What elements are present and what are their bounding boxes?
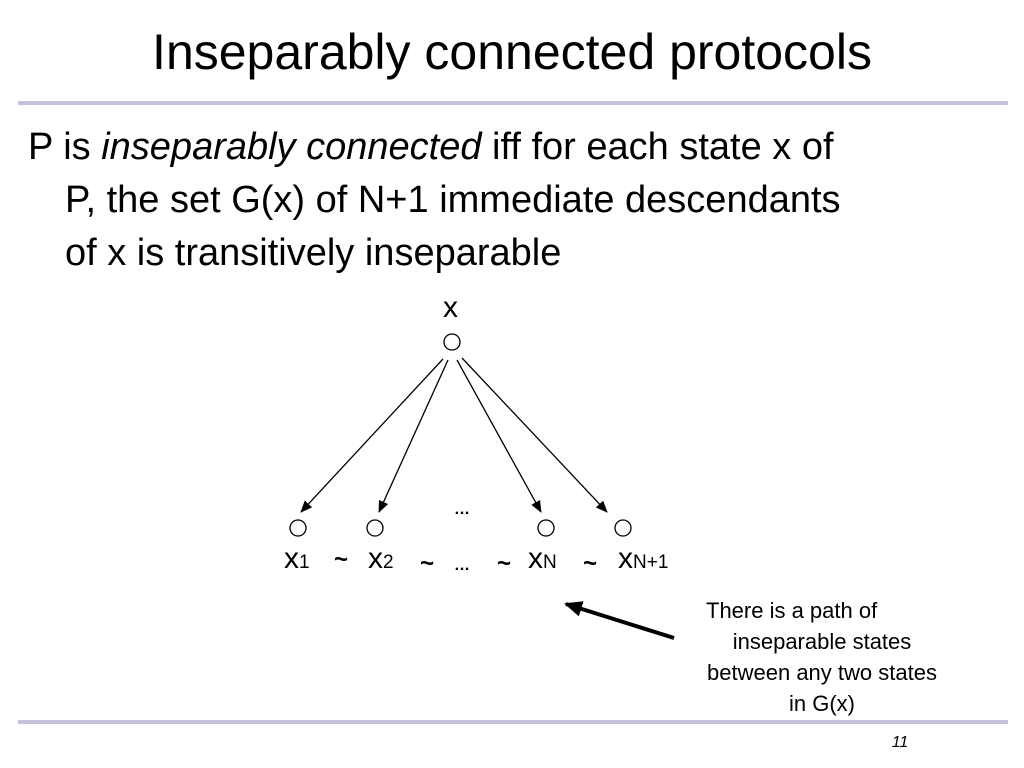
edge-to-child-n-plus-1 (461, 357, 608, 513)
definition-line-3: of x is transitively inseparable (65, 232, 562, 274)
label-ellipsis: … (454, 557, 470, 574)
tilde-3: ~ (497, 550, 512, 577)
annotation-line-3: between any two states (707, 660, 937, 685)
edge-to-child-n (456, 359, 542, 513)
definition-prefix: P is (28, 126, 102, 168)
child-label-n-subscript: N (543, 552, 557, 573)
edge-to-child-2 (378, 359, 449, 513)
child-label-n-plus-1: xN+1 (618, 542, 669, 575)
definition-line-2: P, the set G(x) of N+1 immediate descend… (65, 179, 841, 221)
child-label-1: x1 (284, 542, 310, 575)
child-label-n: xN (528, 542, 557, 575)
child-state-node-n (537, 519, 555, 537)
child-label-2-subscript: 2 (383, 552, 394, 573)
definition-text: P is inseparably connected iff for each … (28, 121, 1013, 280)
tilde-1: ~ (334, 546, 349, 573)
slide-title: Inseparably connected protocols (152, 24, 872, 80)
child-state-node-1 (289, 519, 307, 537)
root-state-label: x (443, 291, 458, 324)
child-state-node-2 (366, 519, 384, 537)
definition-line-1: P is inseparably connected iff for each … (28, 121, 1013, 174)
annotation-note: There is a path of inseparable states be… (672, 595, 972, 719)
title-divider (18, 101, 1008, 105)
child-state-node-n-plus-1 (614, 519, 632, 537)
defined-term: inseparably connected (101, 126, 482, 168)
child-label-1-subscript: 1 (299, 552, 310, 573)
tilde-2: ~ (420, 550, 435, 577)
page-number: 11 (891, 734, 909, 751)
annotation-line-4: in G(x) (789, 691, 855, 716)
definition-suffix: iff for each state x of (481, 126, 834, 168)
tilde-4: ~ (583, 550, 598, 577)
annotation-line-2: inseparable states (732, 629, 912, 654)
annotation-line-1: There is a path of (706, 598, 878, 623)
children-ellipsis: … (454, 501, 470, 518)
footer-divider (18, 720, 1008, 724)
annotation-arrow (564, 601, 675, 640)
root-state-node (443, 333, 461, 351)
child-label-2: x2 (368, 542, 394, 575)
edge-to-child-1 (300, 358, 444, 513)
child-label-n-plus-1-subscript: N+1 (633, 552, 669, 573)
